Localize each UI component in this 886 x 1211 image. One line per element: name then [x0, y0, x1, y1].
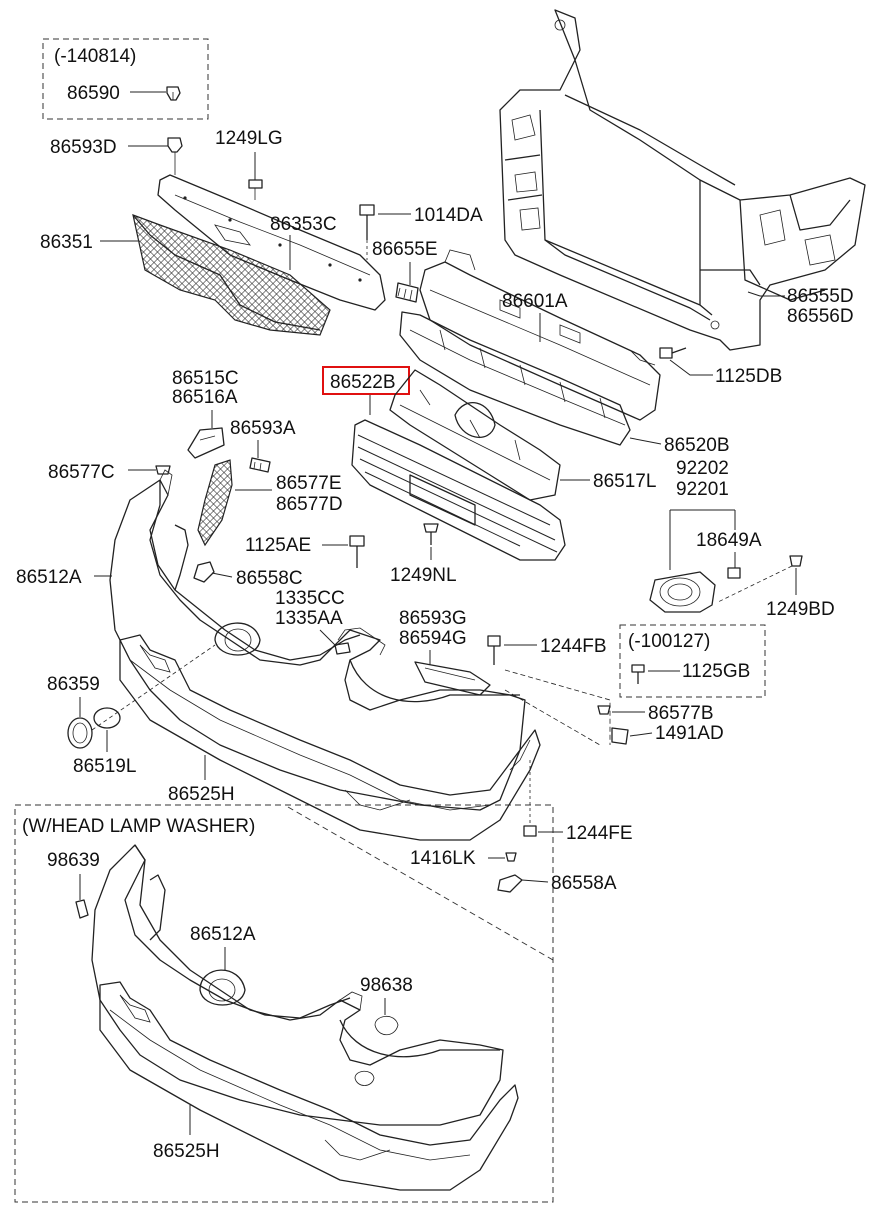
radiator-support-carrier: [499, 9, 866, 351]
part-label-86577D: 86577D: [276, 494, 343, 515]
side-grille-86577E: [197, 459, 233, 547]
screw-1416LK-icon: [505, 852, 517, 862]
part-label-86558C: 86558C: [236, 568, 303, 589]
part-label-1244FB: 1244FB: [540, 636, 607, 657]
part-label-86512A: 86512A: [16, 567, 82, 588]
part-label-86525H-washer: 86525H: [153, 1141, 220, 1162]
washer-cap-98639-icon: [75, 899, 89, 919]
part-label-86556D: 86556D: [787, 306, 854, 327]
screw-1249LG-icon: [248, 179, 263, 200]
cover-86519L-icon: [93, 707, 121, 729]
clip-86590-icon: [166, 86, 181, 101]
part-label-18649A: 18649A: [696, 530, 762, 551]
clip-86593D-icon: [167, 137, 183, 175]
screw-1249NL-icon: [423, 523, 439, 545]
bracket-86558A: [497, 874, 523, 893]
head-lamp-washer-label: (W/HEAD LAMP WASHER): [22, 816, 255, 837]
part-label-1491AD: 1491AD: [655, 723, 724, 744]
part-label-1249NL: 1249NL: [390, 565, 457, 586]
part-label-1125DB: 1125DB: [715, 366, 782, 387]
emblem-86359-icon: [67, 717, 93, 749]
bracket-86558C: [193, 561, 215, 583]
part-label-1249BD: 1249BD: [766, 599, 835, 620]
bolt-1125DB-icon: [659, 347, 687, 359]
part-label-86593A: 86593A: [230, 418, 296, 439]
bracket-86593G: [414, 661, 491, 696]
part-label-86594G: 86594G: [399, 628, 467, 649]
bolt-1125AE-icon: [349, 535, 365, 568]
bolt-1125GB-icon: [631, 664, 645, 684]
nut-1491AD-icon: [611, 727, 629, 745]
part-label-1335CC: 1335CC: [275, 588, 345, 609]
part-label-1244FE: 1244FE: [566, 823, 633, 844]
part-label-86525H: 86525H: [168, 784, 235, 805]
fog-lamp-92201: [649, 571, 716, 613]
bolt-1244FB-icon: [487, 635, 501, 665]
note-box-140814: [42, 38, 209, 120]
bolt-1014DA-icon: [359, 204, 375, 240]
part-label-1249LG: 1249LG: [215, 128, 283, 149]
bumper-cover-washer-86512A: [91, 844, 504, 1126]
part-label-1014DA: 1014DA: [414, 205, 483, 226]
part-label-86359: 86359: [47, 674, 100, 695]
note-box-140814-label: (-140814): [54, 46, 136, 67]
bolt-1244FE-icon: [523, 760, 537, 837]
part-label-86655E: 86655E: [372, 239, 438, 260]
part-label-86593G: 86593G: [399, 608, 467, 629]
clip-1335CC-icon: [334, 642, 351, 655]
clip-86577B-icon: [597, 705, 611, 715]
part-label-1125GB: 1125GB: [682, 661, 750, 682]
part-label-86555D: 86555D: [787, 286, 854, 307]
note-box-100127: [619, 624, 766, 698]
part-label-98639: 98639: [47, 850, 100, 871]
clip-86593A-icon: [249, 457, 271, 473]
part-label-1416LK: 1416LK: [410, 848, 476, 869]
lower-grille-86517L: [351, 419, 566, 561]
energy-absorber-86520B: [399, 311, 631, 446]
part-label-1335AA: 1335AA: [275, 608, 343, 629]
part-label-86577C: 86577C: [48, 462, 115, 483]
part-label-92201: 92201: [676, 479, 729, 500]
part-label-86520B: 86520B: [664, 435, 730, 456]
grille-bracket-86353C: [157, 174, 386, 311]
screw-1249BD-icon: [717, 555, 803, 603]
clip-86655E-icon: [395, 282, 419, 303]
part-label-86577E: 86577E: [276, 473, 342, 494]
lower-bumper-86525H: [119, 634, 541, 841]
grille-bracket-86522B: [389, 369, 561, 501]
part-label-86353C: 86353C: [270, 214, 337, 235]
part-label-86516A: 86516A: [172, 387, 238, 408]
part-label-1125AE: 1125AE: [245, 535, 311, 556]
lower-bumper-washer-86525H: [99, 981, 519, 1191]
part-label-86601A: 86601A: [502, 291, 568, 312]
head-lamp-washer-box: [14, 804, 554, 1203]
note-box-100127-label: (-100127): [628, 631, 710, 652]
part-label-92202: 92202: [676, 458, 729, 479]
part-label-86522B: 86522B: [330, 372, 396, 393]
part-label-86515C: 86515C: [172, 368, 239, 389]
part-label-86577B: 86577B: [648, 703, 714, 724]
bulb-18649A-icon: [727, 567, 741, 579]
part-label-86593D: 86593D: [50, 137, 117, 158]
part-label-86558A: 86558A: [551, 873, 617, 894]
part-label-86351: 86351: [40, 232, 93, 253]
part-label-86517L: 86517L: [593, 471, 656, 492]
highlight-box-86522B: [322, 366, 410, 395]
part-label-86590: 86590: [67, 83, 120, 104]
part-label-98638: 98638: [360, 975, 413, 996]
part-label-86512A-washer: 86512A: [190, 924, 256, 945]
part-label-86519L: 86519L: [73, 756, 136, 777]
clip-86577C-icon: [155, 465, 171, 475]
bracket-86515C: [187, 427, 225, 459]
